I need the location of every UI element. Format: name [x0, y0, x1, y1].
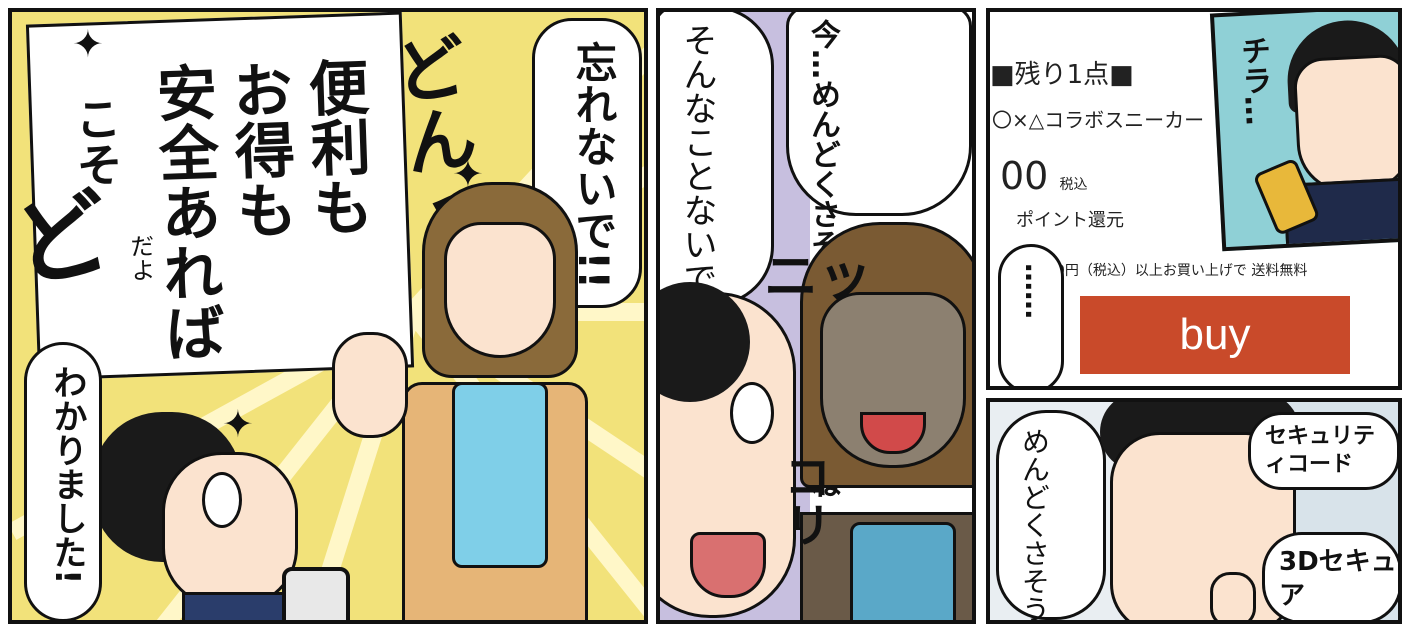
panel-2: そんなことないです…! 今…めんどくさそうって思ったよね ニッ コリ — [656, 8, 976, 624]
woman-figure — [800, 222, 972, 620]
thought-bubble: めんどくさそうだな… — [996, 410, 1106, 620]
inset-man-panel: チラ… — [1209, 12, 1398, 252]
panel-3-bottom: めんどくさそうだな… セキュリティコード 3Dセキュア — [986, 398, 1402, 624]
3d-secure-text: 3Dセキュア — [1279, 547, 1397, 611]
shop-points: ポイント還元 — [1016, 210, 1124, 231]
man-speech-bubble: わかりました! — [24, 342, 102, 620]
sfx-niko: ニッ — [764, 245, 872, 308]
woman-figure — [392, 182, 592, 620]
shop-shipping: 0円（税込）以上お買い上げで 送料無料 — [1056, 263, 1308, 279]
sparkle-icon: ✦ — [72, 22, 104, 66]
security-code-bubble: セキュリティコード — [1248, 412, 1398, 490]
dots-text: …… — [1019, 263, 1052, 319]
panel-1: 便利も お得も 安全あれば こそ だよ ✦ ✦ ✦ どんっ ど 忘れないで!! … — [8, 8, 648, 624]
panel-3-top: ■残り1点■ 〇×△コラボスニーカー 00 税込 ポイント還元 0円（税込）以上… — [986, 8, 1402, 390]
3d-secure-bubble: 3Dセキュア — [1262, 532, 1398, 620]
shop-product-name: 〇×△コラボスニーカー — [992, 108, 1205, 132]
man-mouth — [690, 532, 766, 598]
man-eye — [730, 382, 774, 444]
security-code-text: セキュリティコード — [1265, 424, 1376, 477]
woman-hand — [332, 332, 408, 438]
thought-text: めんどくさそうだな… — [1018, 427, 1051, 624]
sign-line-3: 安全あれば — [145, 61, 226, 364]
buy-button[interactable]: buy — [1080, 296, 1350, 374]
phone-icon — [282, 567, 350, 620]
shop-price: 00 — [1000, 154, 1049, 198]
man-speech-bubble: そんなことないです…! — [660, 12, 774, 377]
woman-speech-bubble: 今…めんどくさそうって思ったよね — [786, 12, 972, 499]
shop-tax: 税込 — [1059, 177, 1088, 193]
sign-small: だよ — [125, 233, 155, 283]
man-figure — [92, 392, 328, 620]
woman-speech-text: 今…めんどくさそうって思ったよね — [803, 19, 841, 499]
sign-line-2: お得も — [221, 58, 298, 241]
dots-bubble: …… — [998, 244, 1064, 386]
shop-stock: ■残り1点■ — [990, 60, 1134, 90]
sfx-kori: コリ — [775, 452, 831, 548]
sign-line-1: 便利も — [297, 55, 374, 239]
sfx-chira: チラ… — [1234, 34, 1274, 127]
man-speech-text: わかりました! — [47, 365, 87, 585]
